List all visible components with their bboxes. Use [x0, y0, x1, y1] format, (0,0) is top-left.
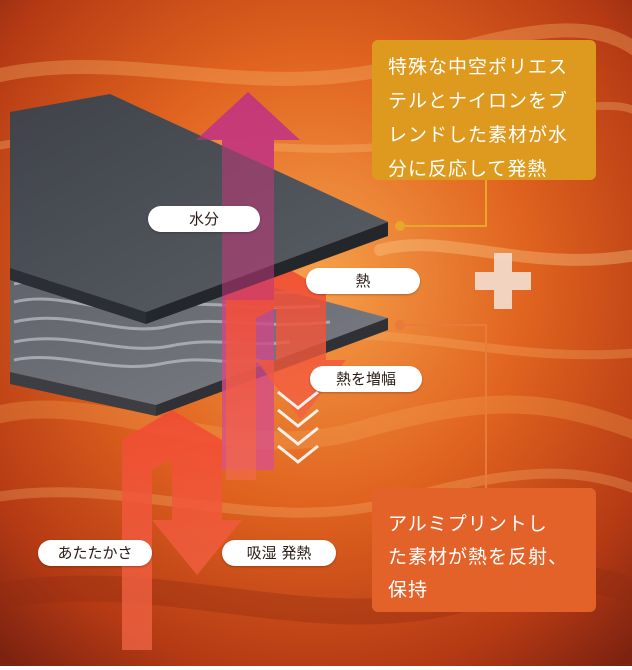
label-warmth: あたたかさ: [38, 540, 152, 566]
callout-top-line: 分に反応して発熱: [388, 158, 548, 180]
connector-dot-top: [395, 221, 405, 231]
chevron-down-icon: [277, 390, 319, 464]
label-absorb-heat: 吸湿 発熱: [222, 540, 336, 566]
callout-top-line: レンドした素材が水: [388, 124, 569, 146]
label-heat: 熱: [306, 268, 420, 294]
arrow-down-icon: [122, 262, 346, 650]
plus-icon: [475, 253, 531, 309]
arrow-up-overlay: [196, 92, 300, 300]
callout-bottom-line: た素材が熱を反射、: [388, 546, 569, 568]
connector-dot-bottom: [395, 320, 405, 330]
label-moisture: 水分: [148, 206, 260, 232]
callout-bottom-line: アルミプリントし: [388, 513, 548, 535]
callout-connectors: [400, 180, 487, 488]
label-amplify-heat: 熱を増幅: [310, 366, 422, 392]
callout-top-line: テルとナイロンをブ: [388, 90, 569, 112]
callout-aluminum-description: アルミプリントし た素材が熱を反射、 保持: [372, 488, 596, 612]
callout-polyester-description: 特殊な中空ポリエス テルとナイロンをブ レンドした素材が水 分に反応して発熱: [372, 40, 596, 180]
callout-bottom-line: 保持: [388, 579, 429, 601]
callout-top-line: 特殊な中空ポリエス: [388, 56, 569, 78]
